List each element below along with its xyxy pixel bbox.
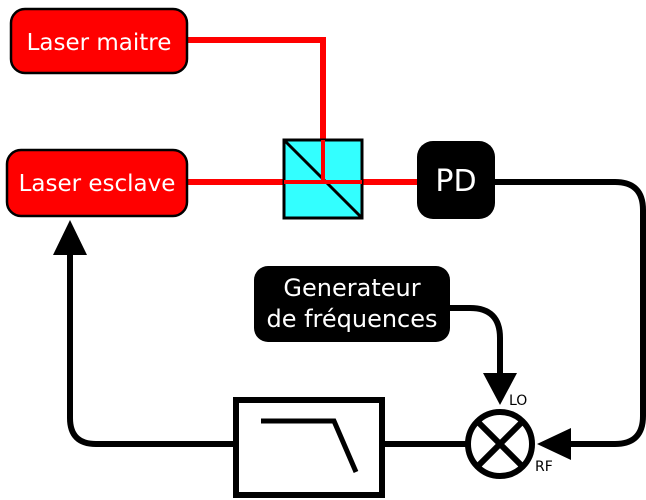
laser-slave: Laser esclave	[5, 148, 189, 218]
arrowheads	[53, 220, 571, 460]
laser-slave-box	[5, 148, 189, 218]
filter-box	[233, 397, 385, 498]
master-beam	[187, 37, 326, 182]
laser-master-label: Laser maitre	[27, 30, 172, 56]
rf-arrowhead	[537, 428, 571, 460]
lowpass-filter	[233, 397, 385, 498]
photodiode-label: PD	[435, 164, 476, 199]
generator-label-line2: de fréquences	[266, 305, 437, 333]
mixer-cross-b	[474, 418, 526, 470]
electrical-wires	[67, 179, 646, 447]
frequency-generator: Generateur de fréquences	[254, 266, 450, 342]
laser-master: Laser maitre	[9, 7, 189, 75]
photodiode: PD	[417, 141, 495, 219]
mixer-rf-label: RF	[535, 459, 553, 475]
beamsplitter	[282, 138, 364, 220]
slave-feedback-arrowhead	[53, 220, 87, 255]
filter-to-slave-wire	[67, 252, 236, 447]
laser-slave-label: Laser esclave	[19, 171, 176, 197]
filter-response-icon	[261, 418, 359, 473]
generator-label-line1: Generateur	[283, 274, 420, 302]
photodiode-box	[417, 141, 495, 219]
mixer-lo-label: LO	[509, 393, 527, 409]
pd-to-mixer-rf-wire	[494, 179, 646, 447]
mixer: LO RF	[465, 393, 553, 479]
laser-master-box	[9, 7, 189, 75]
lo-arrowhead	[483, 373, 517, 405]
generator-to-mixer-lo-wire	[449, 305, 503, 378]
generator-box	[254, 266, 450, 342]
